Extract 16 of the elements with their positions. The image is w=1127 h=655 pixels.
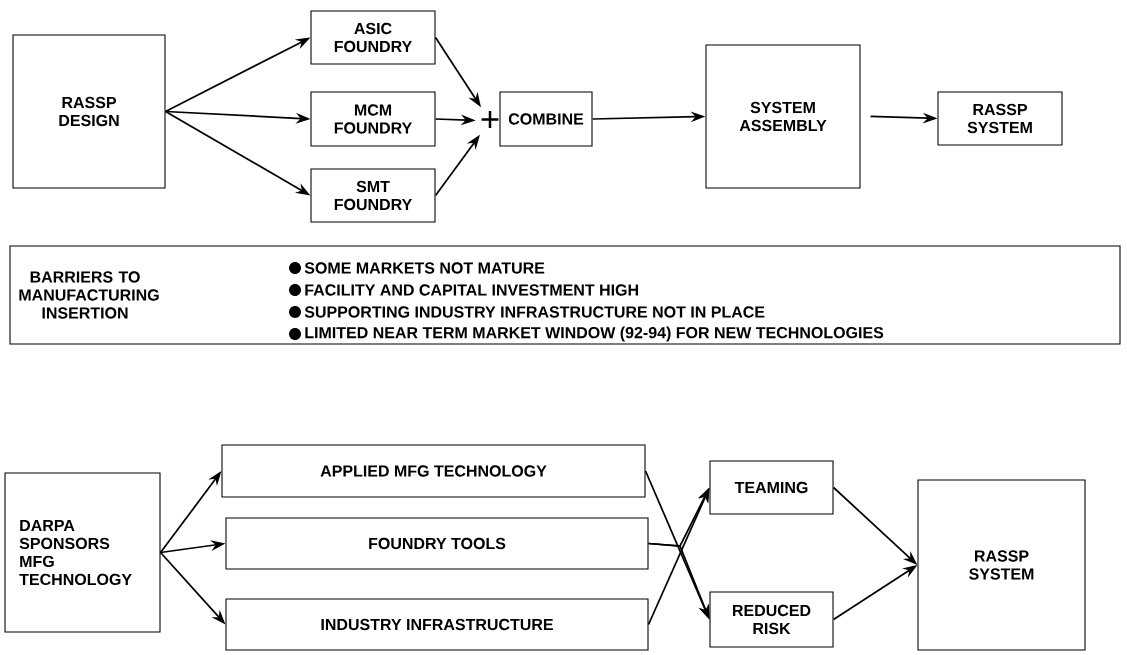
process-box: RASSP SYSTEM — [917, 479, 1086, 651]
process-box: INDUSTRY INFRASTRUCTURE — [225, 598, 649, 651]
process-box: TEAMING — [709, 460, 834, 515]
process-box: ASIC FOUNDRY — [310, 10, 436, 65]
process-box: DARPA SPONSORS MFG TECHNOLOGY — [4, 472, 161, 633]
barrier-panel: BARRIERS TO MANUFACTURING INSERTION SOME MARKETS NOT MATURE FACILITY AND CAPITAL INVESTMENT HIGH SUPPORTING INDUSTRY INFRASTRUCTURE NOT IN PLACE LIMITED NEAR TERM MARKET WINDOW (92-94) FOR NEW TECHNOLOGIES — [9, 245, 1121, 345]
process-box: SYSTEM ASSEMBLY — [705, 44, 861, 189]
process-box: MCM FOUNDRY — [310, 91, 436, 147]
process-box: RASSP SYSTEM — [937, 91, 1063, 146]
process-box: APPLIED MFG TECHNOLOGY — [221, 444, 646, 498]
process-box: REDUCED RISK — [709, 591, 834, 648]
process-box: COMBINE — [499, 91, 593, 147]
process-box: RASSP DESIGN — [12, 34, 166, 189]
plus-sign: + — [481, 111, 499, 128]
process-box: SMT FOUNDRY — [310, 168, 436, 223]
process-box: FOUNDRY TOOLS — [225, 517, 649, 570]
